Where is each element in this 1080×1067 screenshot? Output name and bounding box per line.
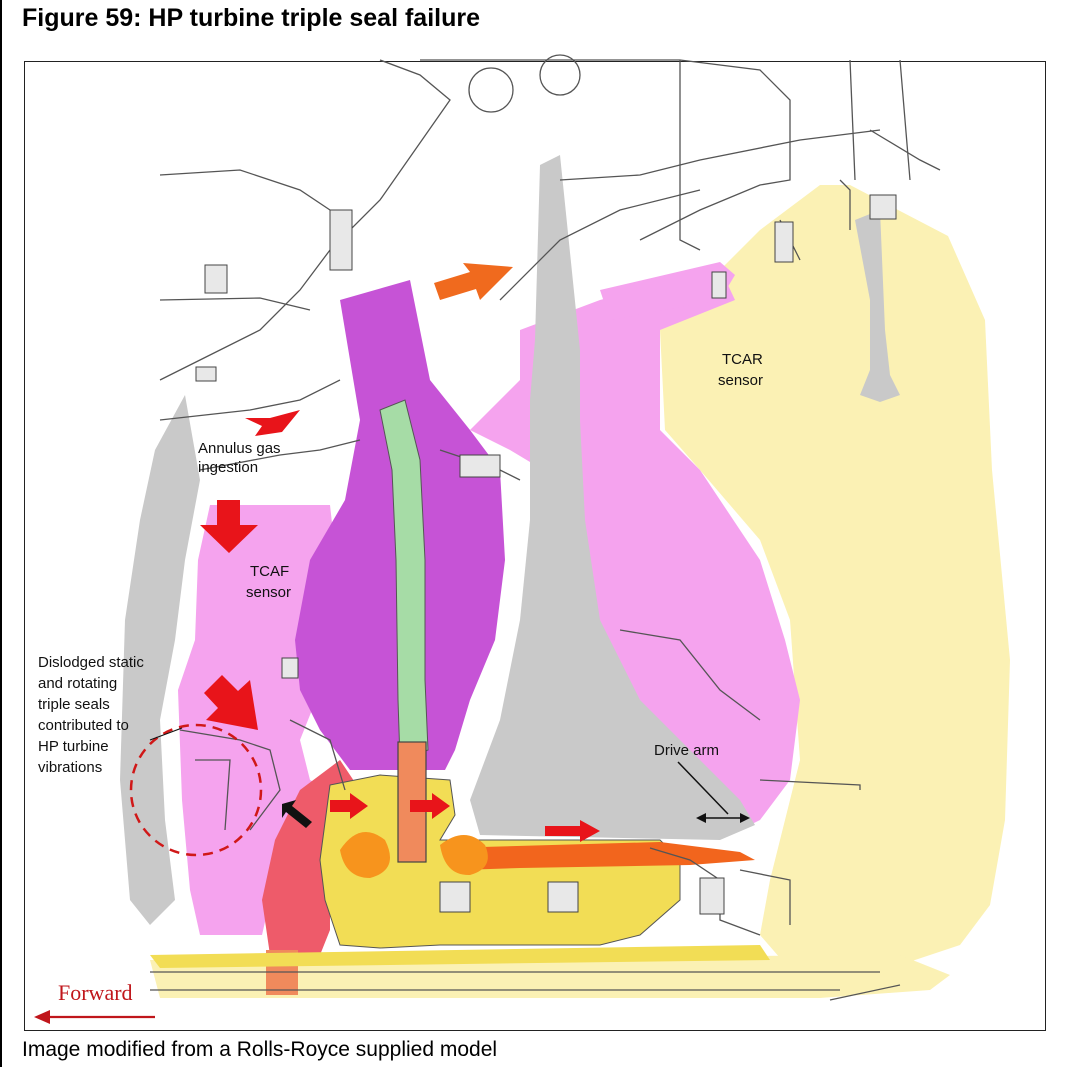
green-blade-stalk bbox=[379, 399, 429, 761]
ingestion-arrow-down-tcaf bbox=[200, 500, 258, 553]
flame-burst-right bbox=[440, 835, 488, 876]
forward-arrow-head bbox=[34, 1010, 50, 1024]
flange-bolts bbox=[195, 194, 897, 915]
casing-line-art bbox=[150, 54, 941, 1001]
figure-title: Figure 59: HP turbine triple seal failur… bbox=[22, 4, 480, 32]
flow-arrow-upper bbox=[434, 263, 513, 300]
tcaf-sensor-label: TCAF sensor bbox=[246, 563, 293, 601]
seal-leader-line bbox=[149, 727, 183, 741]
rear-cavity-cream-zone bbox=[660, 185, 1010, 965]
page-left-rule bbox=[0, 0, 2, 1067]
flow-arrow-seal-right-1 bbox=[330, 793, 368, 819]
grey-rear-vane bbox=[855, 210, 900, 402]
seal-pointer-arrow bbox=[282, 800, 312, 828]
drive-arm-dim-arrow-left bbox=[696, 813, 706, 823]
dislodged-seals-label: Dislodged static and rotating triple sea… bbox=[38, 654, 148, 776]
triple-seal-highlight-circle bbox=[129, 723, 263, 857]
yellow-shaft bbox=[150, 945, 770, 968]
drive-arm-leader-line bbox=[677, 761, 729, 815]
grey-forward-strut bbox=[120, 395, 200, 925]
flame-burst-left bbox=[340, 832, 390, 878]
flow-arrow-seal-right-2 bbox=[410, 793, 450, 819]
figure-caption: Image modified from a Rolls-Royce suppli… bbox=[22, 1038, 498, 1061]
ingestion-arrow-down-seal bbox=[204, 675, 258, 730]
flow-arrow-drive-arm bbox=[545, 820, 600, 842]
drive-arm-label: Drive arm bbox=[654, 742, 719, 759]
drive-arm-dim-arrow-right bbox=[740, 813, 750, 823]
rear-cavity-cream-lower bbox=[150, 955, 950, 998]
pink-upper-band bbox=[600, 262, 735, 320]
hot-gas-leak-flame bbox=[445, 842, 755, 870]
tcar-sensor-label: TCAR sensor bbox=[718, 351, 767, 389]
ingestion-arrow-horizontal bbox=[245, 410, 300, 436]
grey-hp-turbine-blade bbox=[470, 155, 755, 840]
annulus-gas-ingestion-label: Annulus gas ingestion bbox=[198, 440, 285, 476]
forward-label: Forward bbox=[58, 980, 133, 1005]
